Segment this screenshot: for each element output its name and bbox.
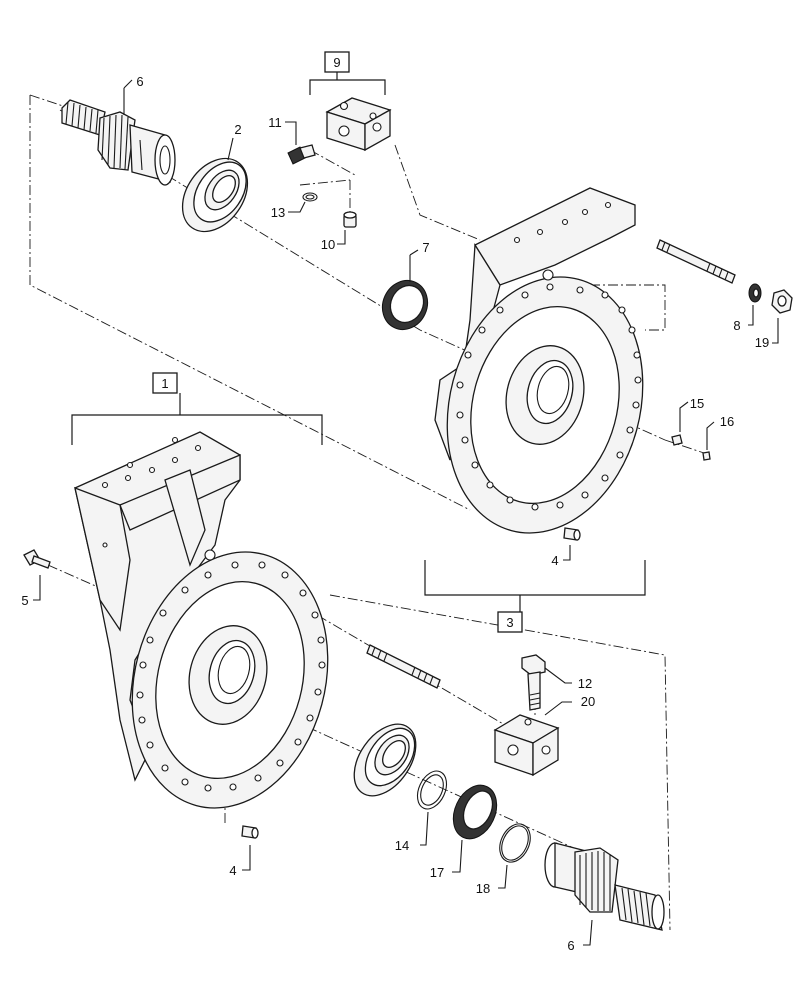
leader-15 [679,401,689,432]
leader-19 [772,318,779,344]
leader-20 [544,701,572,716]
callout-6-top: 6 [136,74,143,89]
callout-4-left: 4 [229,863,236,878]
callout-12: 12 [578,676,592,691]
callout-3: 3 [506,615,513,630]
callout-10: 10 [321,237,335,252]
dowel-4-right [563,527,581,541]
callout-18: 18 [476,881,490,896]
bolt-12 [521,654,546,711]
callout-20: 20 [581,694,595,709]
leader-17 [452,839,463,873]
callout-17: 17 [430,865,444,880]
callout-8: 8 [733,318,740,333]
stud-top [656,239,736,284]
bracket-group-3: 3 [424,560,646,633]
callout-4-right: 4 [551,553,558,568]
pin-15 [671,434,683,446]
leader-12 [544,667,572,684]
callout-7: 7 [422,240,429,255]
leader-4-right [563,545,571,561]
leader-8 [748,305,754,326]
callout-6-bottom: 6 [567,938,574,953]
leader-6-bottom [583,919,593,946]
leader-11 [285,121,297,145]
block-20 [493,714,560,777]
leader-14 [420,811,429,846]
housing-main-1 [74,431,329,809]
callout-13: 13 [271,205,285,220]
fitting-11 [287,144,316,165]
leader-4-left [242,845,251,871]
main-bolt-holes [136,561,326,792]
snap-ring-14 [416,770,448,810]
block-9 [325,97,392,152]
callout-15: 15 [690,396,704,411]
callout-9: 9 [333,55,340,70]
oring-13 [302,192,318,202]
cover-bolt-holes [456,283,642,511]
bearing-2 [181,157,249,233]
callout-2: 2 [234,122,241,137]
leader-13 [288,201,306,213]
seal-17 [452,784,498,840]
leader-18 [498,864,508,889]
housing-cover-3 [434,187,644,534]
callout-11: 11 [268,115,282,130]
leader-2 [227,137,234,161]
nut-19 [771,289,793,314]
pin-16 [702,451,711,461]
stud-middle [366,644,441,689]
washer-8 [748,283,762,303]
bearing-lower [353,723,417,797]
leader-10 [337,230,346,245]
leader-16 [706,421,715,450]
callout-19: 19 [755,335,769,350]
pinion-shaft-top [61,99,176,186]
callout-1: 1 [161,376,168,391]
bracket-group-9: 9 [309,51,386,95]
bolt-5 [23,549,51,569]
plug-10 [343,211,357,228]
oring-18 [499,823,531,863]
bracket-group-1: 1 [71,372,323,445]
leader-5 [33,575,41,601]
main-top-holes [101,436,202,489]
dowel-4-left [241,825,259,839]
pinion-shaft-bottom [544,842,665,931]
callout-16: 16 [720,414,734,429]
seal-7 [381,280,429,330]
callout-14: 14 [395,838,409,853]
cover-top-holes [513,201,612,244]
callout-5: 5 [21,593,28,608]
